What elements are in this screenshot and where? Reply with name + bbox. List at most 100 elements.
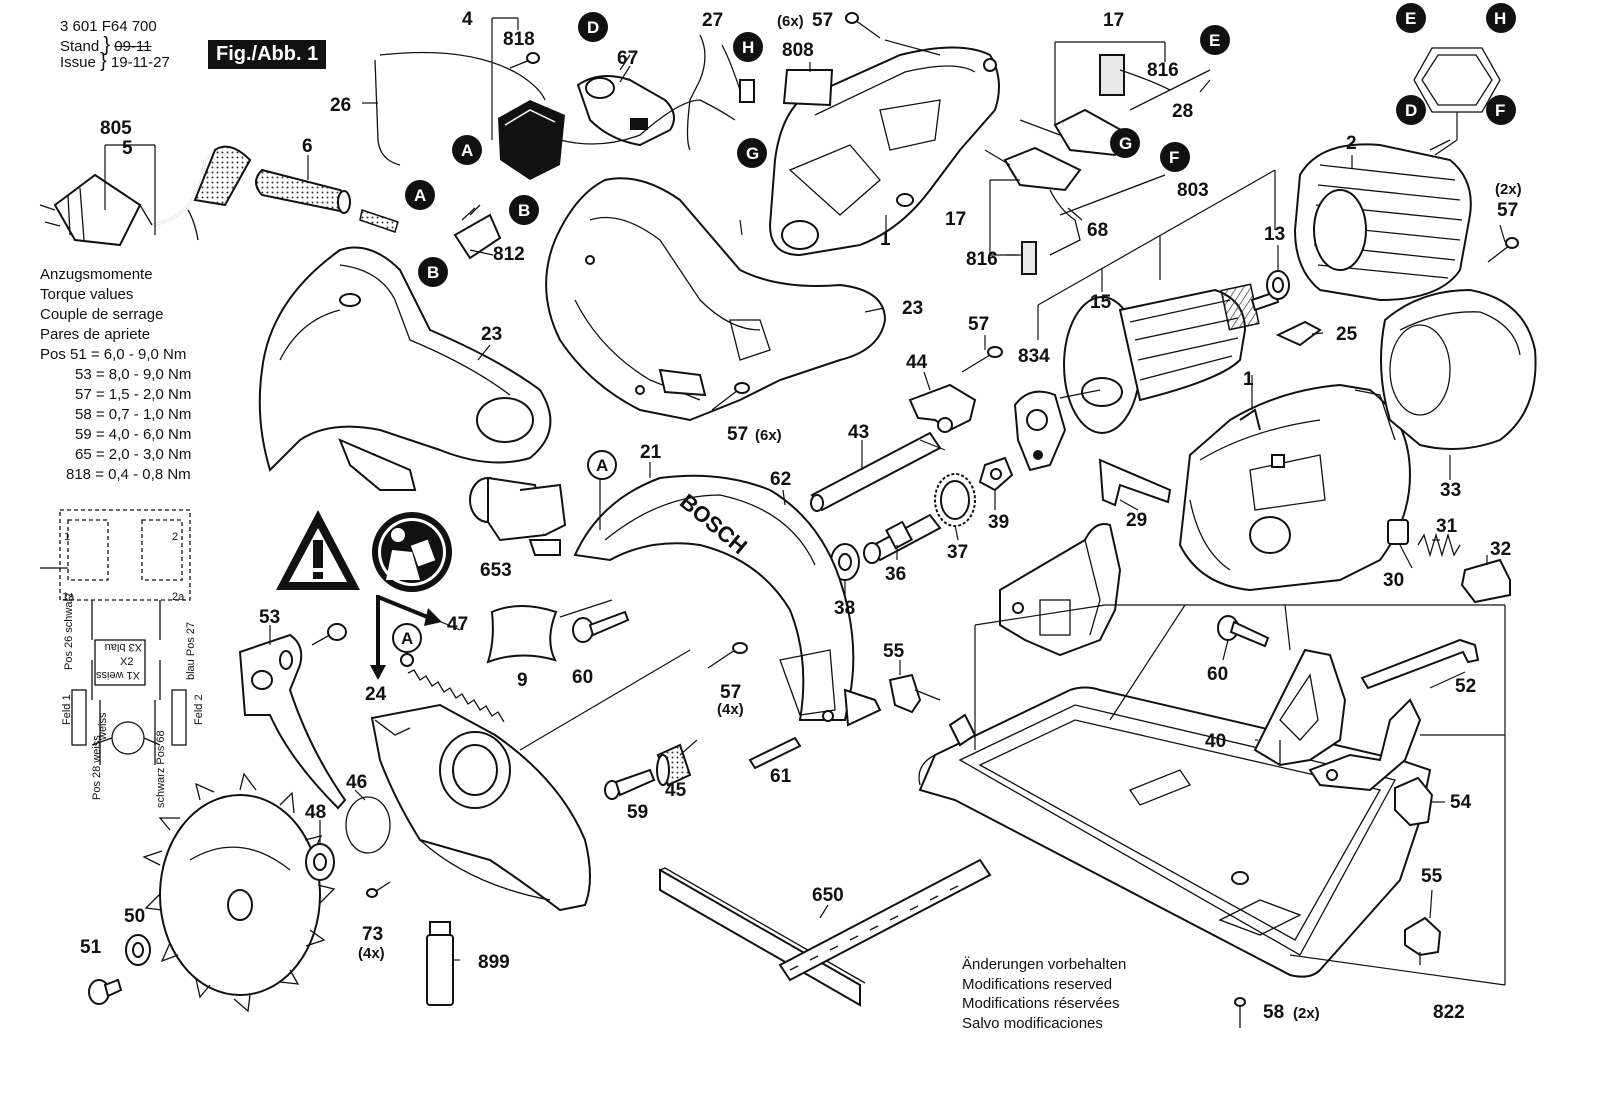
part-number: 68 [1087, 220, 1108, 241]
torque-row: 65 = 2,0 - 3,0 Nm [75, 446, 192, 463]
wiring-label: 2 [172, 531, 178, 543]
inner-flange [305, 843, 335, 881]
lower-guard [370, 703, 591, 912]
warning-label [486, 605, 558, 664]
torque-row: 53 = 8,0 - 9,0 Nm [75, 366, 192, 383]
callout-e: E [1396, 3, 1426, 33]
cable [559, 34, 755, 151]
part-number: 25 [1336, 324, 1358, 345]
cord-sleeve [193, 145, 351, 214]
coil-connection-ring [1413, 47, 1501, 156]
svg-text:E: E [1405, 9, 1416, 28]
armature [1059, 283, 1280, 434]
wiring-label: weiss [97, 712, 109, 741]
switch-bracket [453, 204, 502, 260]
callout-b: B [509, 195, 539, 225]
wiring-label: Pos 28 weiss [91, 735, 103, 800]
quantity: (2x) [1495, 181, 1522, 198]
bevel-bracket [999, 523, 1122, 657]
direction-arrow-icon [370, 595, 442, 680]
wiring-label: 1 [64, 531, 70, 543]
part-number: 37 [947, 542, 968, 563]
part-number: 805 [100, 118, 132, 139]
part-number: 61 [770, 766, 792, 787]
lever-cap [1460, 558, 1511, 604]
callout-a: A [405, 180, 435, 210]
issue-value: 19-11-27 [110, 54, 170, 71]
torque-row: 818 = 0,4 - 0,8 Nm [66, 466, 191, 483]
part-number: 26 [330, 95, 351, 116]
part-number: 31 [1436, 516, 1458, 537]
locking-knob [888, 673, 941, 714]
lock-lever [908, 383, 977, 433]
spring [1417, 532, 1461, 558]
screw [707, 642, 748, 669]
torque-heading-de: Anzugsmomente [40, 266, 153, 283]
part-number: 38 [834, 598, 855, 619]
quantity: (4x) [717, 701, 744, 718]
trigger-switch [374, 51, 565, 180]
torque-heading-es: Pares de apriete [40, 326, 151, 343]
wiring-label: Feld 1 [61, 694, 73, 725]
part-number: 67 [617, 48, 638, 69]
return-spring [400, 653, 505, 723]
part-number: 15 [1090, 292, 1112, 313]
part-number: 21 [640, 442, 662, 463]
part-number: 5 [122, 138, 133, 159]
locking-knob [1404, 916, 1442, 965]
wiring-label: Pos 26 schwarz [63, 592, 75, 670]
wiring-label: 1a [62, 591, 75, 603]
torque-table: Anzugsmomente Torque values Couple de se… [40, 265, 191, 485]
svg-text:A: A [461, 141, 473, 160]
callout-h: H [1486, 3, 1516, 33]
read-manual-icon [372, 512, 452, 592]
parallel-guide [659, 858, 992, 1007]
callout-g: G [1110, 128, 1140, 158]
part-number: 822 [1433, 1002, 1465, 1023]
torque-row: Pos 51 = 6,0 - 9,0 Nm [40, 346, 187, 363]
document-number: 3 601 F64 700 [60, 18, 157, 35]
note-de: Änderungen vorbehalten [962, 956, 1127, 973]
screw [711, 382, 750, 411]
part-number: 45 [665, 780, 687, 801]
part-number: 40 [1205, 731, 1226, 752]
hex-key [1360, 638, 1480, 690]
part-number: 60 [572, 667, 593, 688]
svg-text:G: G [746, 144, 759, 163]
part-number: 2 [1346, 133, 1357, 154]
figure-label: Fig./Abb. 1 [208, 40, 327, 69]
part-number: 23 [902, 298, 923, 319]
issue-label: Issue [60, 54, 96, 71]
svg-text:B: B [518, 201, 530, 220]
svg-text:H: H [742, 38, 754, 57]
motor-clip [1275, 320, 1322, 347]
part-number: 818 [503, 29, 535, 50]
part-number: 51 [80, 937, 102, 958]
wiring-label: 2a [172, 591, 185, 603]
part-number: 57 [1497, 200, 1518, 221]
grease-tube [426, 921, 454, 1006]
svg-text:F: F [1495, 101, 1505, 120]
torque-row: 59 = 4,0 - 6,0 Nm [75, 426, 192, 443]
note-es: Salvo modificaciones [962, 1014, 1103, 1032]
bearing [1266, 270, 1290, 300]
quantity: (4x) [358, 945, 385, 962]
torque-row: 57 = 1,5 - 2,0 Nm [75, 386, 192, 403]
switch [576, 54, 675, 147]
part-number: 30 [1383, 570, 1404, 591]
part-number: 47 [447, 614, 468, 635]
part-number: 46 [346, 772, 367, 793]
wiring-label: X1 weiss [95, 669, 140, 681]
part-number: 1 [880, 229, 891, 250]
part-number: 13 [1264, 224, 1285, 245]
callout-e: E [1200, 25, 1230, 55]
svg-text:A: A [596, 456, 608, 475]
screw [1487, 237, 1519, 263]
note-fr: Modifications réservées [962, 995, 1120, 1012]
part-number: 57 [968, 314, 989, 335]
note-en: Modifications reserved [962, 975, 1113, 993]
brush-holder-lower [984, 146, 1166, 275]
part-number: 54 [1450, 792, 1472, 813]
callout-d: D [1396, 95, 1426, 125]
